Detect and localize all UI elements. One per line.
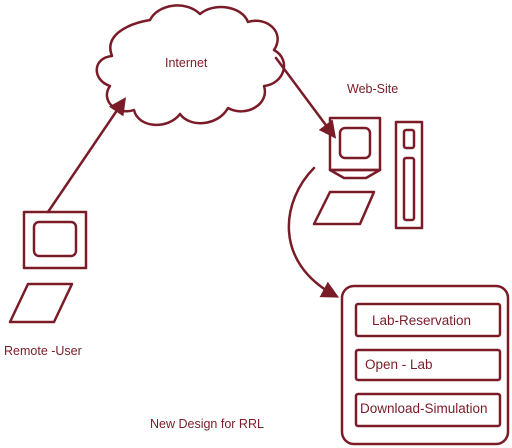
arrow-internet-to-website [274,56,337,139]
internet-label: Internet [165,56,208,70]
website-label: Web-Site [347,82,399,96]
menu-option-box[interactable] [354,302,502,338]
internet-cloud-icon [95,4,286,127]
menu-panel [340,284,510,446]
remote-user-computer-icon [8,210,88,324]
menu-option-open-lab[interactable]: Open - Lab [365,357,433,372]
menu-option-lab-reservation[interactable]: Lab-Reservation [372,313,472,328]
remote-user-label: Remote -User [4,344,82,358]
diagram-caption: New Design for RRL [150,417,264,431]
menu-option-download-simulation[interactable]: Download-Simulation [360,401,488,416]
website-computer-icon [312,116,424,230]
menu-option-box[interactable] [354,348,502,382]
arrow-website-to-menu [287,166,340,298]
menu-option-box[interactable] [354,392,502,428]
arrow-user-to-internet [46,97,126,214]
